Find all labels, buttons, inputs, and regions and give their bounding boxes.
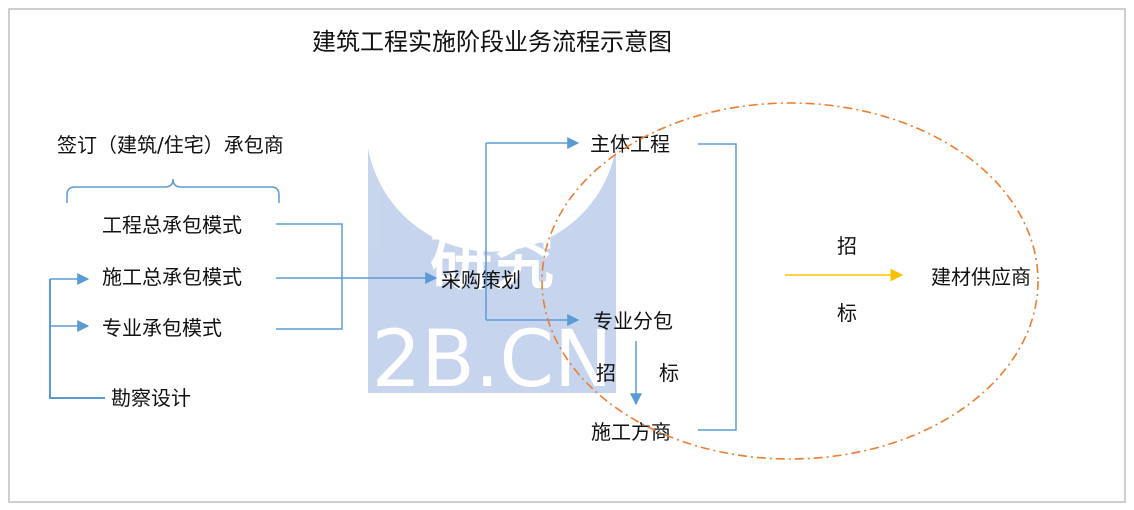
watermark-background bbox=[368, 148, 616, 393]
subcontract-node: 专业分包 bbox=[593, 309, 673, 333]
supplier-ellipse bbox=[541, 102, 1039, 460]
survey-bracket bbox=[49, 279, 105, 399]
watermark-line3: 2B.CN bbox=[372, 315, 613, 405]
diagram-title: 建筑工程实施阶段业务流程示意图 bbox=[312, 28, 672, 56]
supplier-node: 建材供应商 bbox=[931, 265, 1031, 289]
contractor-label: 签订（建筑/住宅）承包商 bbox=[57, 133, 284, 157]
big-tender-bottom: 标 bbox=[837, 301, 857, 325]
watermark: 托比 研究 2B.CN bbox=[368, 148, 616, 405]
watermark-line1: 托比 bbox=[430, 162, 554, 235]
procurement-node: 采购策划 bbox=[441, 268, 521, 292]
tender-label-right: 标 bbox=[659, 361, 679, 385]
mode-general-construction: 施工总承包模式 bbox=[102, 265, 242, 289]
tender-label-left: 招 bbox=[596, 361, 616, 385]
mode-survey-design: 勘察设计 bbox=[111, 386, 191, 410]
right-bracket bbox=[698, 143, 737, 431]
connector-modes bbox=[276, 223, 343, 330]
diagram-frame bbox=[8, 8, 1126, 503]
watermark-line2: 研究 bbox=[430, 225, 554, 298]
mode-specialized: 专业承包模式 bbox=[102, 316, 222, 340]
construction-vendor-node: 施工方商 bbox=[591, 420, 671, 444]
mode-general-engineering: 工程总承包模式 bbox=[102, 213, 242, 237]
contractor-brace bbox=[66, 178, 280, 203]
main-works-node: 主体工程 bbox=[590, 132, 670, 156]
big-tender-top: 招 bbox=[837, 234, 857, 258]
